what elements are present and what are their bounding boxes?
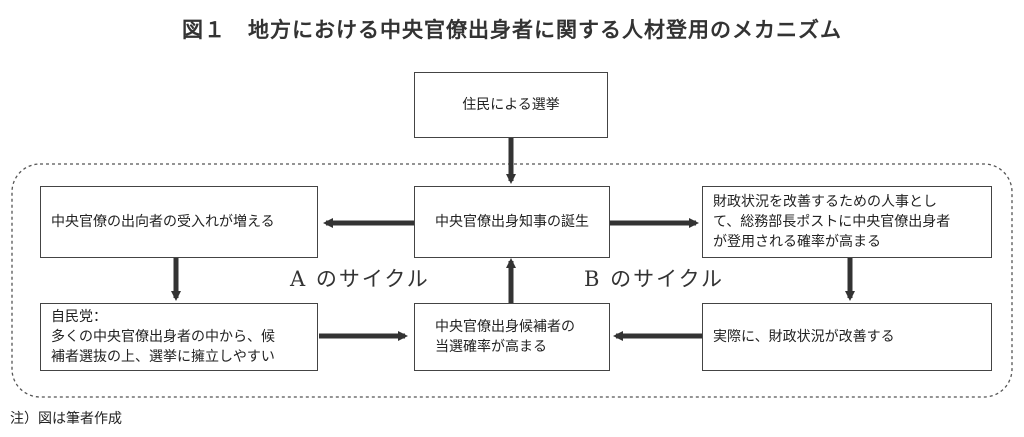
cycle-a-label: A のサイクル (290, 267, 430, 291)
node-ldp-line-3: 補者選抜の上、選挙に擁立しやすい (51, 349, 275, 365)
node-election: 住民による選挙 (414, 72, 608, 138)
figure-note: 注）図は筆者作成 (10, 411, 122, 427)
node-governor-label: 中央官僚出身知事の誕生 (435, 214, 589, 230)
node-ldp-line-1: 自民党： (51, 309, 107, 325)
node-election-label: 住民による選挙 (462, 97, 560, 113)
node-finance-improve-label: 実際に、財政状況が改善する (713, 329, 895, 345)
node-secondment: 中央官僚の出向者の受入れが増える (40, 186, 318, 258)
node-ldp: 自民党： 多くの中央官僚出身者の中から、候 補者選抜の上、選挙に擁立しやすい (40, 303, 318, 371)
node-finance-hr-line-3: が登用される確率が高まる (713, 234, 881, 250)
cycle-boundary (11, 163, 1013, 398)
figure-title: 図１ 地方における中央官僚出身者に関する人材登用のメカニズム (182, 18, 842, 42)
node-finance-hr: 財政状況を改善するための人事とし て、総務部長ポストに中央官僚出身者 が登用され… (702, 186, 992, 258)
node-secondment-label: 中央官僚の出向者の受入れが増える (51, 214, 275, 230)
node-candidate-line-2: 当選確率が高まる (435, 339, 547, 355)
node-finance-hr-line-1: 財政状況を改善するための人事とし (713, 194, 937, 210)
node-ldp-line-2: 多くの中央官僚出身者の中から、候 (51, 329, 275, 345)
node-candidate-line-1: 中央官僚出身候補者の (435, 319, 575, 335)
node-candidate: 中央官僚出身候補者の 当選確率が高まる (414, 303, 610, 371)
node-finance-hr-line-2: て、総務部長ポストに中央官僚出身者 (713, 214, 951, 230)
node-finance-improve: 実際に、財政状況が改善する (702, 303, 992, 371)
node-governor: 中央官僚出身知事の誕生 (414, 186, 610, 258)
cycle-b-label: B のサイクル (584, 267, 725, 291)
